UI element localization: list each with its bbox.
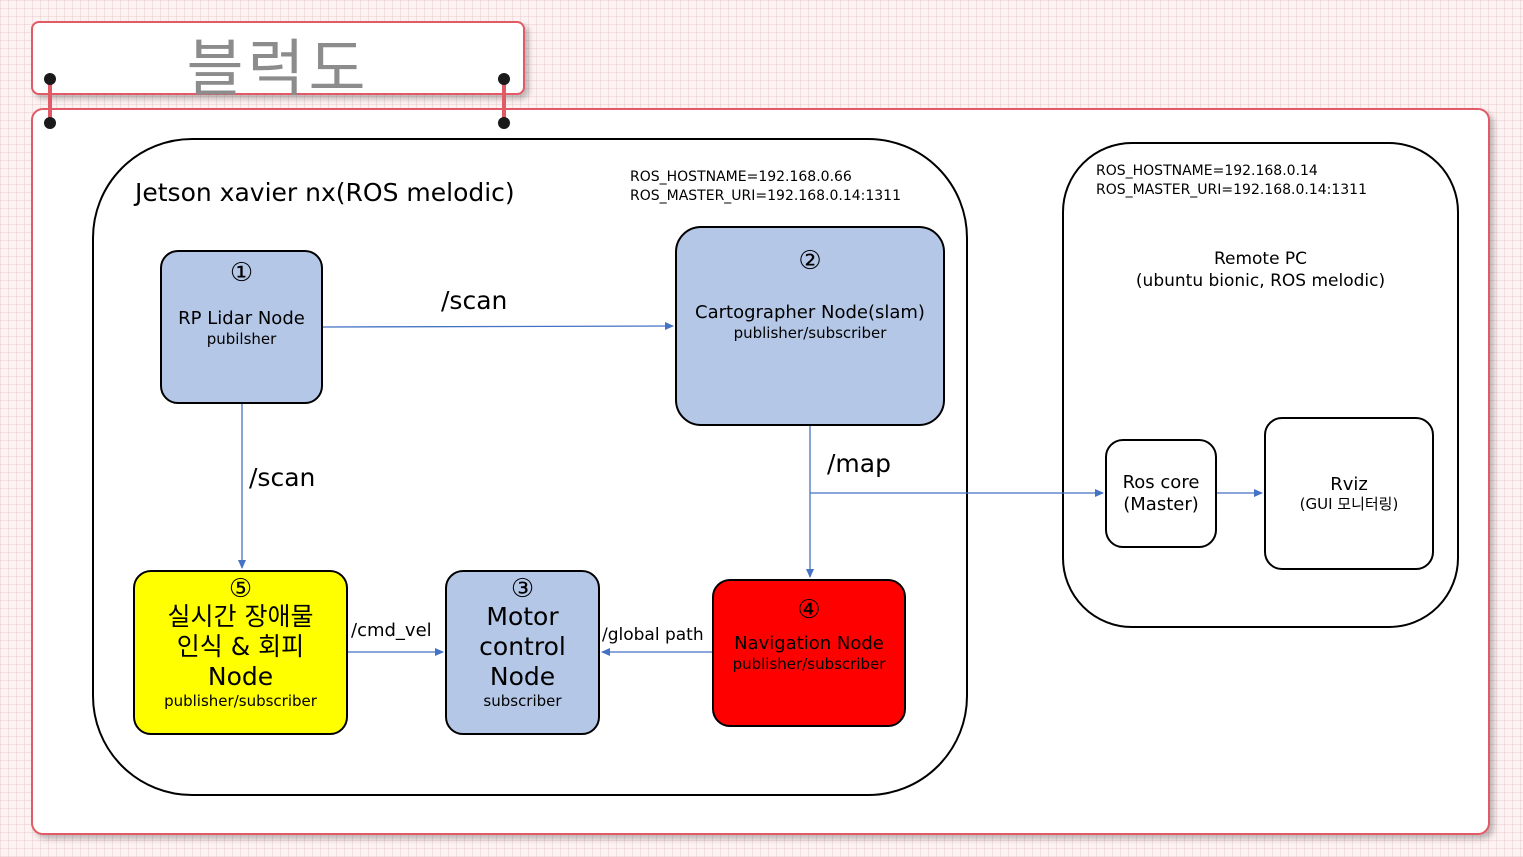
topic-global-path: /global path: [602, 625, 704, 645]
topic-scan-vertical: /scan: [249, 463, 316, 492]
remote-master-uri: ROS_MASTER_URI=192.168.0.14:1311: [1096, 182, 1367, 198]
node-name-line2: (Master): [1123, 493, 1199, 515]
remote-pc-label: Remote PC: [1213, 249, 1308, 269]
node-name: RP Lidar Node: [178, 308, 305, 329]
node-number: ①: [229, 258, 254, 288]
topic-scan-horizontal: /scan: [441, 286, 508, 315]
node-number: ②: [798, 246, 822, 276]
navigation-node: ④ Navigation Node publisher/subscriber: [712, 579, 906, 727]
cartographer-node: ② Cartographer Node(slam) publisher/subs…: [675, 226, 945, 426]
node-role: pubilsher: [206, 329, 277, 348]
node-role: publisher/subscriber: [733, 323, 887, 342]
node-name: Rviz: [1330, 473, 1368, 495]
node-name: Navigation Node: [734, 633, 884, 654]
node-number: ⑤: [228, 574, 253, 604]
node-role: (GUI 모니터링): [1299, 495, 1399, 514]
node-role: subscriber: [483, 692, 562, 710]
connector-dot-bottom-right: [498, 117, 510, 129]
node-number: ③: [510, 574, 535, 604]
diagram-title: 블럭도: [186, 32, 370, 105]
node-name-line2: 인식 & 회피: [176, 632, 305, 661]
node-name: Cartographer Node(slam): [695, 302, 925, 323]
connector-dot-bottom-left: [44, 117, 56, 129]
connector-dot-top-right: [498, 73, 510, 85]
node-role: publisher/subscriber: [164, 692, 317, 710]
node-name-line1: 실시간 장애물: [167, 602, 314, 631]
rp-lidar-node: ① RP Lidar Node pubilsher: [160, 250, 323, 404]
node-number: ④: [797, 595, 821, 625]
jetson-hostname: ROS_HOSTNAME=192.168.0.66: [630, 169, 852, 185]
node-name-line1: Motor: [486, 602, 559, 631]
node-name-line3: Node: [207, 662, 274, 691]
motor-control-node: ③ Motor control Node subscriber: [445, 570, 600, 735]
topic-map: /map: [827, 449, 891, 478]
topic-cmd-vel: /cmd_vel: [351, 620, 432, 641]
jetson-master-uri: ROS_MASTER_URI=192.168.0.14:1311: [630, 188, 901, 204]
remote-pc-sublabel: (ubuntu bionic, ROS melodic): [1135, 271, 1386, 291]
rviz-node: Rviz (GUI 모니터링): [1264, 417, 1434, 570]
node-role: publisher/subscriber: [732, 654, 886, 673]
connector-dot-top-left: [44, 73, 56, 85]
left-connector: [48, 78, 52, 122]
node-name-line2: control: [479, 632, 566, 661]
node-name-line3: Node: [489, 662, 556, 691]
ros-core-node: Ros core (Master): [1105, 439, 1217, 548]
remote-hostname: ROS_HOSTNAME=192.168.0.14: [1096, 163, 1318, 179]
jetson-label: Jetson xavier nx(ROS melodic): [135, 178, 515, 207]
right-connector: [502, 78, 506, 122]
node-name-line1: Ros core: [1122, 471, 1200, 493]
arrow-lidar-to-cartographer: [322, 322, 674, 331]
obstacle-avoidance-node: ⑤ 실시간 장애물 인식 & 회피 Node publisher/subscri…: [133, 570, 348, 735]
title-box: [31, 21, 525, 95]
